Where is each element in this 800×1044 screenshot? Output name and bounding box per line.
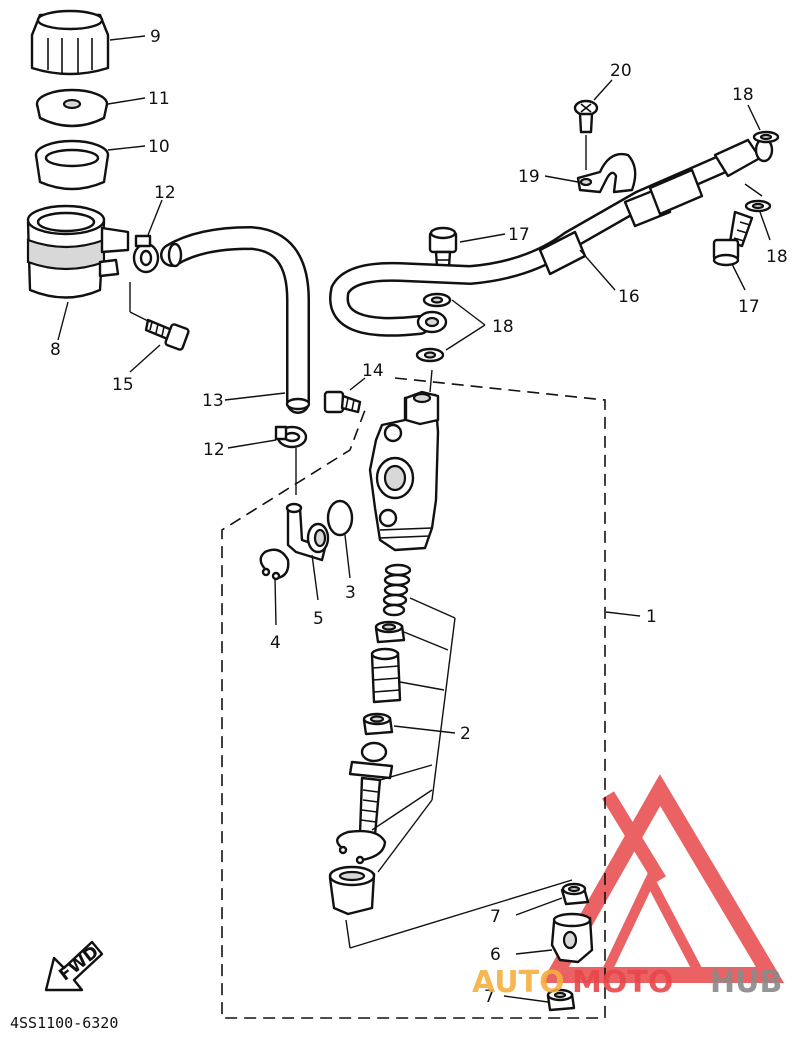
- fwd-arrow-icon: FWD: [44, 940, 104, 992]
- callout-19: 19: [518, 167, 540, 187]
- dust-boot: [328, 865, 376, 916]
- callout-7-upper: 7: [490, 907, 501, 927]
- hose-joint: [285, 502, 330, 562]
- piston-cup-primary: [374, 620, 406, 644]
- callout-18-right: 18: [766, 247, 788, 267]
- clevis: [550, 912, 594, 964]
- watermark-auto: AUTO: [472, 965, 565, 1000]
- reservoir-hose: [160, 225, 311, 414]
- callout-7-lower: 7: [484, 987, 495, 1007]
- brake-hose: [329, 137, 774, 337]
- o-ring: [326, 499, 354, 537]
- callout-15: 15: [112, 375, 134, 395]
- screw-20: [573, 99, 599, 134]
- diaphragm: [34, 139, 110, 191]
- callout-20: 20: [610, 61, 632, 81]
- union-bolt-17b: [712, 210, 754, 267]
- piston-cup-secondary: [362, 712, 394, 736]
- crush-washer-2: [415, 347, 445, 363]
- reservoir-cap: [30, 9, 110, 76]
- callout-10: 10: [148, 137, 170, 157]
- callout-18-mid: 18: [492, 317, 514, 337]
- diaphragm-plate: [35, 88, 109, 128]
- locknut-upper: [560, 882, 590, 906]
- callout-4: 4: [270, 633, 281, 653]
- callout-11: 11: [148, 89, 170, 109]
- callout-17-right: 17: [738, 297, 760, 317]
- callout-9: 9: [150, 27, 161, 47]
- circlip-4: [259, 548, 290, 581]
- bolt-15: [144, 318, 190, 351]
- part-code: 4SS1100-6320: [10, 1014, 118, 1032]
- callout-1: 1: [646, 607, 657, 627]
- push-rod: [348, 741, 394, 837]
- callout-14: 14: [362, 361, 384, 381]
- hose-clamp-upper: [132, 234, 160, 274]
- callout-5: 5: [313, 609, 324, 629]
- assembly-boundary: [221, 377, 606, 1019]
- piston-spring: [382, 563, 412, 617]
- callout-6: 6: [490, 945, 501, 965]
- callout-8: 8: [50, 340, 61, 360]
- callout-16: 16: [618, 287, 640, 307]
- watermark-hub: HUB: [710, 965, 782, 1000]
- watermark-text: AUTO MOTO HUB: [472, 965, 782, 1000]
- watermark-logo: [541, 774, 785, 983]
- hose-clamp-lower: [274, 425, 308, 449]
- piston: [370, 647, 402, 704]
- locknut-lower: [546, 988, 576, 1012]
- callout-12-lower: 12: [203, 440, 225, 460]
- crush-washer-1: [422, 292, 452, 308]
- crush-washer-3: [752, 130, 780, 144]
- master-cylinder-body: [368, 390, 440, 552]
- callout-13: 13: [202, 391, 224, 411]
- circlip-2: [336, 829, 387, 865]
- crush-washer-4: [744, 199, 772, 213]
- hose-holder: [576, 152, 637, 194]
- reservoir-tank: [26, 204, 130, 299]
- callout-3: 3: [345, 583, 356, 603]
- callout-labels: 9 11 10 12 8 15 13 12 14 20 19 18 18 17 …: [50, 27, 788, 1007]
- callout-2: 2: [460, 724, 471, 744]
- watermark-moto: MOTO: [572, 965, 673, 1000]
- callout-18-top: 18: [732, 85, 754, 105]
- bolt-14: [323, 390, 362, 414]
- callout-12-upper: 12: [154, 183, 176, 203]
- callout-17-left: 17: [508, 225, 530, 245]
